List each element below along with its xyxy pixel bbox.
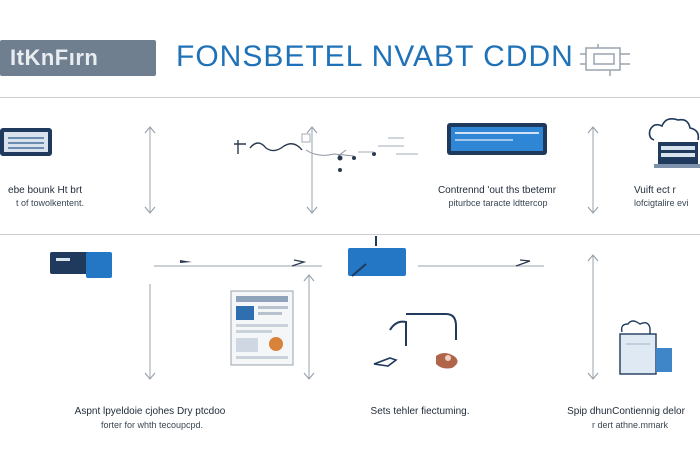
vertical-arrow: [144, 284, 156, 380]
cloud-laptop-icon: [648, 118, 700, 168]
vertical-arrow: [587, 126, 599, 214]
logo: ItKnFırn: [0, 40, 156, 76]
flow-sketch: [234, 133, 418, 172]
vertical-arrow: [144, 126, 156, 214]
browser-window-icon: [447, 123, 547, 155]
circuit-icon: [580, 44, 630, 76]
page-title: FONSBETEL NVABT CDDN: [176, 40, 574, 73]
step-caption: Contrennd 'out ths tbetemr: [437, 185, 557, 196]
step-subcaption: piturbce taracte ldttercop: [448, 198, 548, 208]
step-subcaption: forter for whth tecoupcpd.: [100, 420, 204, 430]
handshake-icon: [373, 313, 458, 369]
divider: [0, 234, 700, 235]
document-icon: [230, 290, 294, 366]
server-box-icon: [619, 320, 672, 375]
step-caption: Aspnt lpyeldoie cjohes Dry ptcdoo: [74, 406, 226, 417]
step-caption: ebe bounk Ht brt: [8, 185, 82, 196]
vertical-arrow: [306, 126, 318, 214]
step-subcaption: lofcigtalire evi: [634, 198, 689, 208]
vertical-arrow: [587, 254, 599, 380]
horizontal-arrow: [418, 259, 544, 267]
horizontal-arrow: [154, 259, 322, 267]
divider: [0, 97, 700, 98]
pinned-card-icon: [346, 236, 408, 280]
step-subcaption: r dert athne.mmark: [591, 420, 669, 430]
step-caption: Vuift ect r: [634, 185, 676, 196]
step-caption: Spip dhunContiennig delor: [567, 406, 685, 417]
vertical-arrow: [303, 274, 315, 380]
step-subcaption: t of towolkentent.: [15, 198, 85, 208]
step-caption: Sets tehler fiectuming.: [370, 406, 470, 417]
card-icon: [50, 252, 112, 278]
monitor-icon: [0, 128, 52, 156]
